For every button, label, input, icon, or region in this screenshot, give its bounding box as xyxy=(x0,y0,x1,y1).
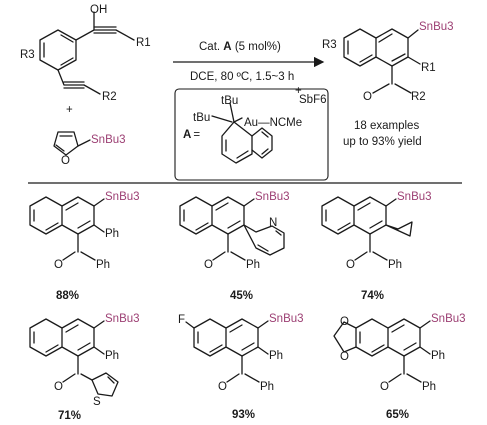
max-yield: up to 93% yield xyxy=(343,136,422,148)
p3-benzoyl: Ph xyxy=(388,259,402,271)
gold-ligand-label: Au—NCMe xyxy=(244,117,302,129)
p6-dioxole-o1: O xyxy=(340,316,349,328)
stannylfuran: O SnBu3 xyxy=(53,131,126,167)
p3-yield: 74% xyxy=(361,290,384,302)
p1-oxygen: O xyxy=(54,259,63,271)
p2-oxygen: O xyxy=(204,259,213,271)
p5-fluorine: F xyxy=(178,314,185,326)
p4-thiophene-s: S xyxy=(93,396,101,408)
p1-benzoyl: Ph xyxy=(96,259,110,271)
p2-pyridine-n: N xyxy=(269,217,277,229)
p5-yield: 93% xyxy=(232,409,255,421)
p2-yield: 45% xyxy=(230,290,253,302)
p6-phenyl: Ph xyxy=(431,350,445,362)
product-2: SnBu3 N O Ph 45% xyxy=(179,191,290,302)
p5-phenyl: Ph xyxy=(269,350,283,362)
product-4: SnBu3 Ph O S 71% xyxy=(29,313,140,422)
product-1: SnBu3 Ph O Ph 88% xyxy=(29,191,140,302)
cation-charge: + xyxy=(295,85,302,97)
counterion-label: SbF6 xyxy=(299,94,327,106)
furan-oxygen-label: O xyxy=(61,155,70,167)
product-oxygen-label: O xyxy=(363,91,372,103)
p2-stannyl: SnBu3 xyxy=(255,191,290,203)
general-product: SnBu3 R1 R2 O R3 18 examples up to 93% y… xyxy=(322,21,454,148)
p4-phenyl: Ph xyxy=(105,350,119,362)
p1-phenyl: Ph xyxy=(105,228,119,240)
product-3: SnBu3 O Ph 74% xyxy=(321,191,432,302)
p6-yield: 65% xyxy=(386,409,409,421)
p6-benzoyl: Ph xyxy=(422,381,436,393)
starting-material-alcohol: OH R1 R2 R3 xyxy=(20,4,151,103)
p4-oxygen: O xyxy=(54,381,63,393)
p6-stannyl: SnBu3 xyxy=(431,313,466,325)
conditions-text: DCE, 80 ºC, 1.5~3 h xyxy=(190,71,294,83)
p3-oxygen: O xyxy=(346,259,355,271)
r1-label: R1 xyxy=(136,37,151,49)
p3-stannyl: SnBu3 xyxy=(397,191,432,203)
p5-oxygen: O xyxy=(218,381,227,393)
p5-stannyl: SnBu3 xyxy=(269,313,304,325)
product-5: F SnBu3 Ph O Ph 93% xyxy=(178,313,304,421)
reaction-conditions: Cat. A (5 mol%) DCE, 80 ºC, 1.5~3 h xyxy=(173,41,325,83)
hydroxyl-label: OH xyxy=(90,4,107,16)
p5-benzoyl: Ph xyxy=(260,381,274,393)
product-r1-label: R1 xyxy=(421,62,436,74)
examples-count: 18 examples xyxy=(354,120,419,132)
p4-stannyl: SnBu3 xyxy=(105,313,140,325)
p6-dioxole-o2: O xyxy=(340,351,349,363)
p1-stannyl: SnBu3 xyxy=(105,191,140,203)
p4-yield: 71% xyxy=(58,410,81,422)
stannyl-label: SnBu3 xyxy=(91,134,126,146)
product-r3-label: R3 xyxy=(322,39,337,51)
svg-text:Cat. A (5 mol%): Cat. A (5 mol%) xyxy=(199,41,281,53)
tbu-label-top: tBu xyxy=(221,95,238,107)
p2-benzoyl: Ph xyxy=(246,259,260,271)
product-stannyl-label: SnBu3 xyxy=(419,21,454,33)
r2-label: R2 xyxy=(102,91,117,103)
product-r2-label: R2 xyxy=(411,91,426,103)
svg-text:A=: A= xyxy=(183,129,200,141)
plus-sign: + xyxy=(66,104,73,116)
p6-oxygen: O xyxy=(380,381,389,393)
p1-yield: 88% xyxy=(56,290,79,302)
catalyst-box: A= tBu tBu Au—NCMe + SbF6 xyxy=(174,85,329,181)
r3-label: R3 xyxy=(20,49,35,61)
tbu-label-left: tBu xyxy=(193,112,210,124)
product-6: O O SnBu3 Ph O Ph 65% xyxy=(333,313,466,421)
